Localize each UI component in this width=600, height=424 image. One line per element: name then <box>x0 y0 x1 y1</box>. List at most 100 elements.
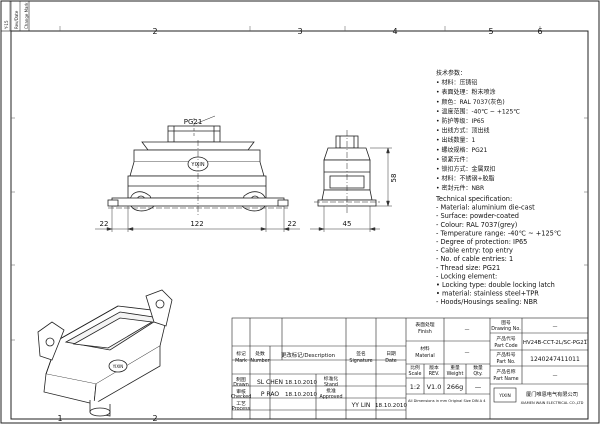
spec-en-line: - Hoods/Housings sealing: NBR <box>436 298 538 306</box>
brand-logo: YIXIN <box>190 162 204 168</box>
drawing-no-value: — <box>553 325 558 330</box>
weight-label-cn: 重量 <box>450 364 460 371</box>
qty-value: — <box>475 383 482 391</box>
spec-en-line: - Degree of protection: IP65 <box>436 238 527 246</box>
row-checked-name: P RAO <box>261 391 279 398</box>
row-checked-role2-cn: 批准 <box>326 387 336 394</box>
spec-en-line: - No. of cable entries: 1 <box>436 255 513 263</box>
part-name-label-cn: 产品名称 <box>496 368 515 375</box>
col-marker-6: 6 <box>537 27 542 36</box>
row-checked-role2-en: Approved <box>319 394 342 400</box>
scale-label-cn: 比例 <box>410 364 420 371</box>
spec-cn-line: • 材料：不锈钢+胶脂 <box>436 175 494 183</box>
row-checked-role-en: Checked <box>231 394 252 400</box>
cable-entry-label: PG21 <box>184 118 203 126</box>
company-logo: YIXIN <box>498 393 511 399</box>
part-code-label-cn: 产品代号 <box>496 335 515 342</box>
dim-left-ext: 22 <box>100 220 109 228</box>
header-mark-en: Mark <box>235 358 247 364</box>
col-marker-5: 5 <box>488 27 493 36</box>
spec-cn-line: 技术参数： <box>436 69 466 77</box>
rev-label-cn: 版本 <box>429 364 439 371</box>
spec-en-line: Technical specification: <box>435 195 512 203</box>
stamp-text-3: Change Mark <box>24 2 29 29</box>
header-date-en: Date <box>385 358 397 364</box>
company-name-en: XIAMEN WAIN ELECTRICAL CO.,LTD <box>521 401 584 405</box>
spec-en-line: • Locking type: double locking latch <box>436 281 555 289</box>
corner-stamp: Y-15 Rev/Date Change Mark <box>0 0 30 32</box>
header-mark-cn: 标记 <box>236 350 246 357</box>
spec-cn-line: • 锁紧元件： <box>436 155 471 163</box>
header-date-cn: 日期 <box>386 351 396 357</box>
material-label-en: Material <box>415 353 435 359</box>
spec-en-line: - Surface: powder-coated <box>436 212 519 220</box>
scale-label-en: Scale <box>409 371 422 377</box>
spec-en-line: - Thread size: PG21 <box>436 264 500 272</box>
row-drawn-date: 18.10.2010 <box>285 380 317 386</box>
finish-label-en: Finish <box>418 329 432 335</box>
spec-cn-line: • 颜色：RAL 7037(灰色) <box>436 98 505 106</box>
sheet-note: All Dimensions in mm Original Size DIN A… <box>408 399 486 403</box>
column-markers <box>59 26 541 31</box>
row-drawn-name: SL CHEN <box>257 379 283 386</box>
spec-en-line: - Locking element: <box>436 272 497 280</box>
header-num-cn: 处数 <box>255 350 265 357</box>
spec-cn-line: • 材料：压铸铝 <box>436 79 477 87</box>
dim-width: 122 <box>190 220 203 228</box>
rev-label-en: REV. <box>429 371 440 377</box>
title-block <box>231 317 589 420</box>
header-sig-en: Signature <box>349 358 372 364</box>
header-sig-cn: 签名 <box>356 350 366 357</box>
spec-cn-line: • 锁扣方式：金属双扣 <box>436 165 495 173</box>
side-view <box>314 130 380 215</box>
part-no-value: 12402474110​11 <box>530 356 580 363</box>
header-num-en: Number <box>250 358 269 364</box>
drawing-no-label-en: Drawing No. <box>491 326 520 332</box>
spec-cn-line: • 防护等级：IP65 <box>436 117 485 125</box>
finish-value: — <box>465 328 470 333</box>
row-markers <box>11 117 588 341</box>
specs-en-block: Technical specification:- Material: alum… <box>435 195 561 306</box>
part-no-label-cn: 产品料号 <box>496 351 515 358</box>
front-view <box>107 115 289 215</box>
part-code-label-en: Part Code <box>494 343 517 349</box>
row-drawn-role2-en: Stand <box>324 382 338 388</box>
spec-en-line: - Cable entry: top entry <box>436 247 513 255</box>
row-process-role-cn: 工艺 <box>236 401 246 407</box>
side-dimension-lines <box>310 147 392 232</box>
part-code-value: HV24B-CCT-2L/SC-PG21 <box>523 340 587 346</box>
spec-en-line: - Temperature range: -40℃ ~ +125℃ <box>436 229 561 237</box>
row-checked-date: 18.10.2010 <box>285 392 317 398</box>
col-marker-bottom-2: 2 <box>152 414 157 423</box>
spec-cn-line: • 螺纹规格：PG21 <box>436 146 488 154</box>
qty-label-cn: 数量 <box>473 364 483 371</box>
rev-value: V1.0 <box>427 383 442 391</box>
col-marker-4: 4 <box>392 27 397 36</box>
col-marker-3: 3 <box>297 27 302 36</box>
spec-cn-line: • 密封元件：NBR <box>436 184 484 192</box>
spec-en-line: - Material: aluminium die-cast <box>436 204 535 212</box>
dim-side-width: 45 <box>343 220 352 228</box>
row-checked-role-cn: 审核 <box>236 388 246 395</box>
header-change: 更改标记/Description <box>281 351 335 359</box>
scale-value: 1:2 <box>410 383 420 391</box>
stamp-text-1: Y-15 <box>4 20 9 30</box>
specs-cn-block: 技术参数：• 材料：压铸铝• 表面处理：粉末喷涂• 颜色：RAL 7037(灰色… <box>436 69 520 192</box>
row-drawn-role-cn: 制图 <box>236 376 246 383</box>
row-drawn-role-en: Drawn <box>233 382 249 388</box>
personnel-rows: 制图 Drawn SL CHEN 18.10.2010 标准化 Stand 审核… <box>231 375 408 412</box>
finish-label-cn: 表面处理 <box>415 321 434 328</box>
material-label-cn: 材料 <box>420 345 430 352</box>
qty-label-en: Qty. <box>473 371 482 377</box>
isometric-view <box>37 289 173 417</box>
row-process-role-en: Process <box>232 406 251 412</box>
spec-cn-line: • 出线方式：顶出线 <box>436 127 489 135</box>
col-marker-2: 2 <box>152 27 157 36</box>
part-name-label-en: Part Name <box>493 376 518 382</box>
front-dimension-line <box>95 206 300 232</box>
approved-name: YY LIN <box>351 402 371 409</box>
dim-right-ext: 22 <box>288 220 297 228</box>
spec-en-line: • material: stainless steel+TPR <box>436 290 539 298</box>
